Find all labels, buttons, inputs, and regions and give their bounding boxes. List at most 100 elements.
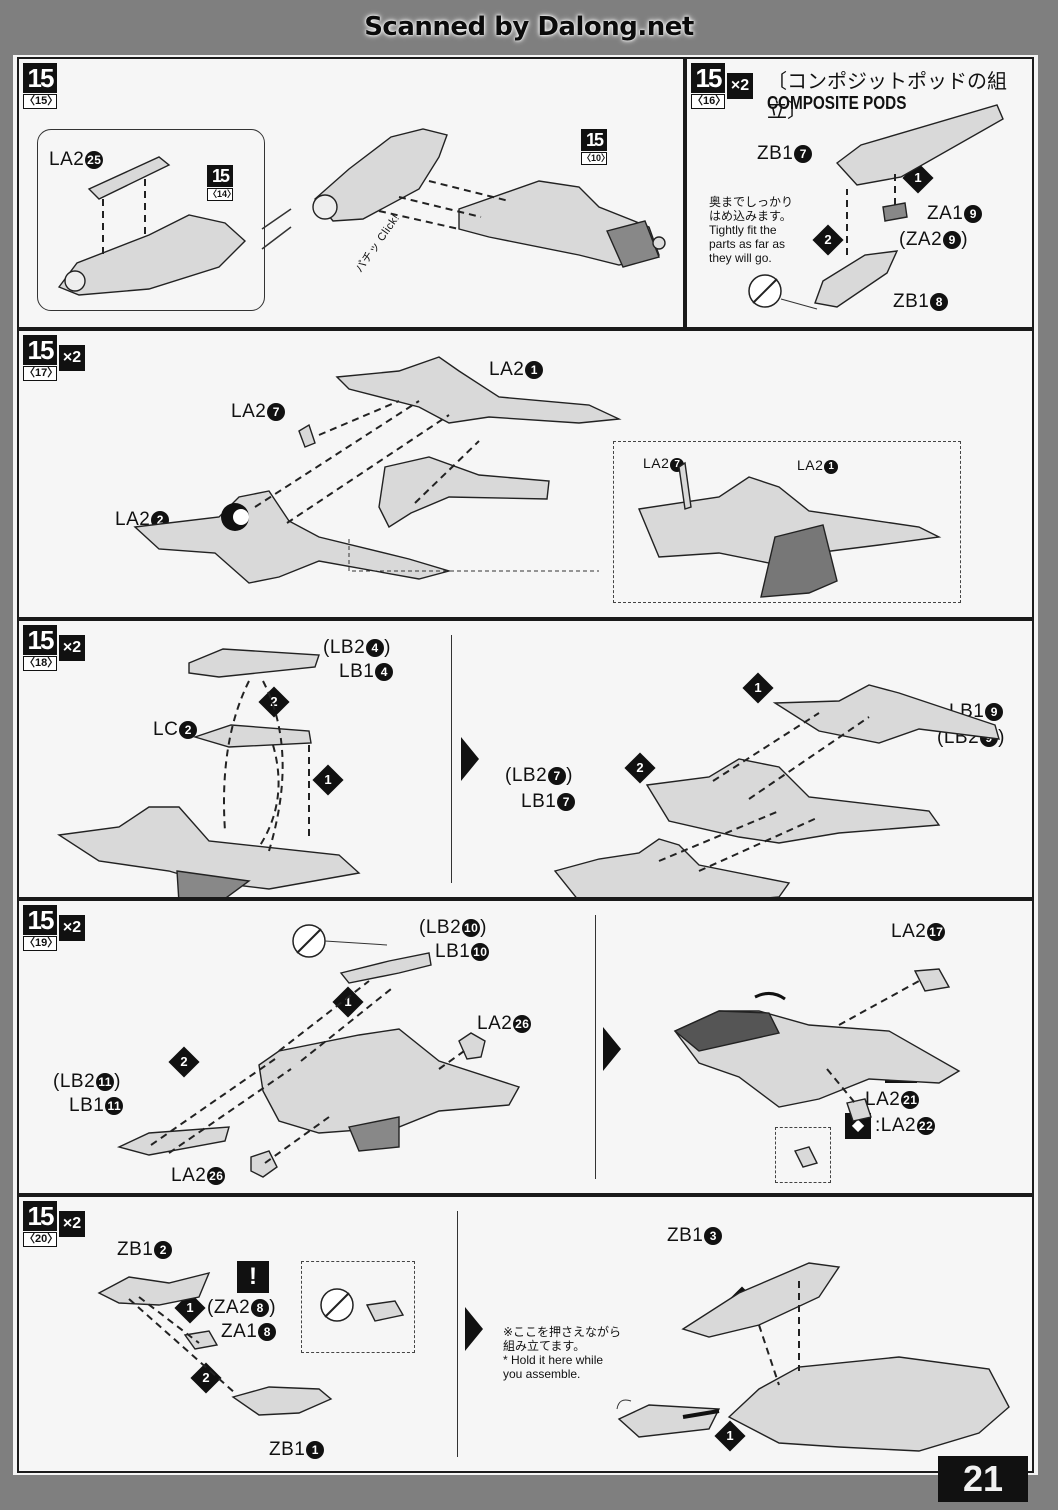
- part-code: ZB1: [667, 1225, 704, 1246]
- substep-number: 〈20〉: [23, 1232, 59, 1247]
- paren-close: ): [480, 917, 487, 938]
- part-code: ZB1: [269, 1439, 306, 1460]
- part-number: 7: [557, 793, 576, 811]
- part-code: LC: [153, 719, 179, 740]
- panel-divider: [457, 1211, 458, 1457]
- part-number: 1: [824, 460, 839, 474]
- caution-icon: !: [237, 1261, 269, 1293]
- fit-note: 奥までしっかり はめ込みます。 Tightly fit the parts as…: [709, 195, 793, 265]
- scan-header: Scanned by Dalong.net: [364, 12, 694, 42]
- paren-close: ): [566, 765, 573, 786]
- note-jp-line: 組み立てます。: [503, 1339, 586, 1353]
- part-code: (ZA2: [207, 1297, 251, 1318]
- step-number: 15: [23, 905, 57, 935]
- part-code: LA2: [865, 1089, 901, 1110]
- panel-divider: [451, 635, 452, 883]
- part-number: 1: [525, 361, 544, 379]
- part-code: :LA2: [875, 1115, 917, 1136]
- paren-close: ): [269, 1297, 277, 1318]
- part-number: 8: [258, 1323, 277, 1341]
- part-code: ZB1: [757, 143, 794, 164]
- zoom-inset: [37, 129, 265, 311]
- part-number: 9: [943, 231, 962, 249]
- next-arrow: [603, 1027, 621, 1071]
- part-code: LA2: [643, 455, 670, 471]
- note-en-line: you assemble.: [503, 1367, 581, 1381]
- step-badge: 15 〈16〉: [691, 63, 726, 109]
- part-number: 21: [901, 1091, 920, 1109]
- part-number: 4: [375, 663, 394, 681]
- step-number: 15: [23, 335, 57, 365]
- part-code: LA2: [891, 921, 927, 942]
- quantity-badge: ×2: [59, 345, 85, 371]
- part-number: 8: [251, 1299, 270, 1317]
- substep-number: 〈19〉: [23, 936, 59, 951]
- section-title-jp: 〔コンポジットポッドの組立〕: [767, 71, 1007, 122]
- step-badge: 15 〈20〉: [23, 1201, 59, 1247]
- hold-note: ※ここを押さえながら 組み立てます。 * Hold it here while …: [503, 1325, 621, 1381]
- part-code: ZA1: [927, 203, 964, 224]
- note-en-line: parts as far as: [709, 237, 786, 251]
- part-number: 26: [207, 1167, 226, 1185]
- part-number: 2: [179, 721, 198, 739]
- substep-number: 〈17〉: [23, 366, 59, 381]
- part-code: LB1: [339, 661, 375, 682]
- step-number: 15: [23, 625, 57, 655]
- part-illustration: [748, 104, 1004, 310]
- part-code: (LB2: [323, 637, 366, 658]
- detail-inset: [301, 1261, 415, 1353]
- part-illustration: [116, 924, 961, 1178]
- step-badge: 15 〈18〉: [23, 625, 59, 671]
- step-badge: 15 〈19〉: [23, 905, 59, 951]
- part-number: 11: [105, 1097, 124, 1115]
- part-number: 2: [154, 1241, 173, 1259]
- part-number: 4: [366, 639, 385, 657]
- ref-substep: 〈10〉: [581, 152, 611, 165]
- note-en-line: * Hold it here while: [503, 1353, 604, 1367]
- substep-number: 〈18〉: [23, 656, 59, 671]
- part-illustration: [133, 356, 942, 598]
- assembled-view-inset: [613, 441, 961, 603]
- panel-step-15-16: 15 〈16〉 ×2 〔コンポジットポッドの組立〕 COMPOSITE PODS…: [685, 57, 1034, 329]
- section-title-en: COMPOSITE PODS: [767, 93, 907, 113]
- part-code: ZB1: [117, 1239, 154, 1260]
- part-code: LB1: [435, 941, 471, 962]
- part-illustration: [57, 128, 666, 296]
- step-badge: 15 〈17〉: [23, 335, 59, 381]
- note-en-line: Tightly fit the: [709, 223, 777, 237]
- part-code: LA2: [115, 509, 151, 530]
- part-code: LA2: [797, 457, 824, 473]
- part-number: 7: [548, 767, 567, 785]
- next-arrow: [461, 737, 479, 781]
- swap-icon: ◆: [845, 1113, 871, 1139]
- part-number: 11: [96, 1073, 115, 1091]
- part-number: 10: [462, 919, 481, 937]
- quantity-badge: ×2: [59, 1211, 85, 1237]
- part-number: 9: [985, 703, 1004, 721]
- part-illustration: [57, 648, 1000, 897]
- part-number: 8: [930, 293, 949, 311]
- part-number: 26: [513, 1015, 532, 1033]
